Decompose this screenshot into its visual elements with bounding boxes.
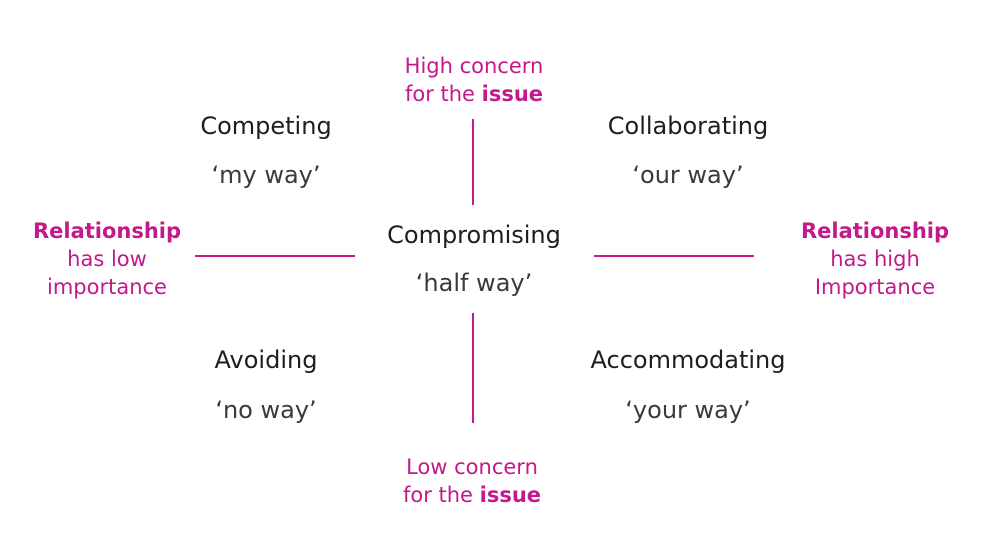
- collaborating-label: Collaborating: [607, 112, 769, 140]
- top-axis-line1: High concern: [404, 54, 544, 78]
- right-axis-line1: Relationship: [780, 217, 970, 245]
- left-axis-label: Relationship has low importance: [12, 217, 202, 301]
- right-axis-line2: has high: [830, 247, 920, 271]
- accommodating-label: Accommodating: [590, 346, 786, 374]
- top-axis-line2-prefix: for the: [404, 82, 482, 106]
- bottom-axis-line1: Low concern: [406, 455, 538, 479]
- axis-line-left: [195, 255, 355, 257]
- bottom-axis-label: Low concern for the issue: [372, 453, 572, 509]
- bottom-axis-line2: for the issue: [372, 481, 572, 509]
- compromising-label: Compromising: [387, 221, 561, 249]
- top-axis-line2: for the issue: [374, 80, 574, 108]
- right-axis-label: Relationship has high Importance: [780, 217, 970, 301]
- left-axis-line3: importance: [47, 275, 167, 299]
- top-axis-line2-bold: issue: [481, 82, 544, 106]
- left-axis-line2: has low: [67, 247, 147, 271]
- competing-label: Competing: [200, 112, 332, 140]
- top-axis-label: High concern for the issue: [374, 52, 574, 108]
- axis-line-bottom: [472, 313, 474, 423]
- compromising-phrase: ‘half way’: [415, 269, 533, 297]
- bottom-axis-line2-prefix: for the: [402, 483, 480, 507]
- right-axis-line3: Importance: [814, 275, 936, 299]
- avoiding-label: Avoiding: [214, 346, 318, 374]
- left-axis-line1: Relationship: [12, 217, 202, 245]
- competing-phrase: ‘my way’: [211, 161, 321, 189]
- collaborating-phrase: ‘our way’: [632, 161, 744, 189]
- right-axis-line1-bold: Relationship: [800, 219, 950, 243]
- axis-line-right: [594, 255, 754, 257]
- axis-line-top: [472, 119, 474, 205]
- left-axis-line1-bold: Relationship: [32, 219, 182, 243]
- accommodating-phrase: ‘your way’: [625, 396, 751, 424]
- avoiding-phrase: ‘no way’: [215, 396, 317, 424]
- bottom-axis-line2-bold: issue: [479, 483, 542, 507]
